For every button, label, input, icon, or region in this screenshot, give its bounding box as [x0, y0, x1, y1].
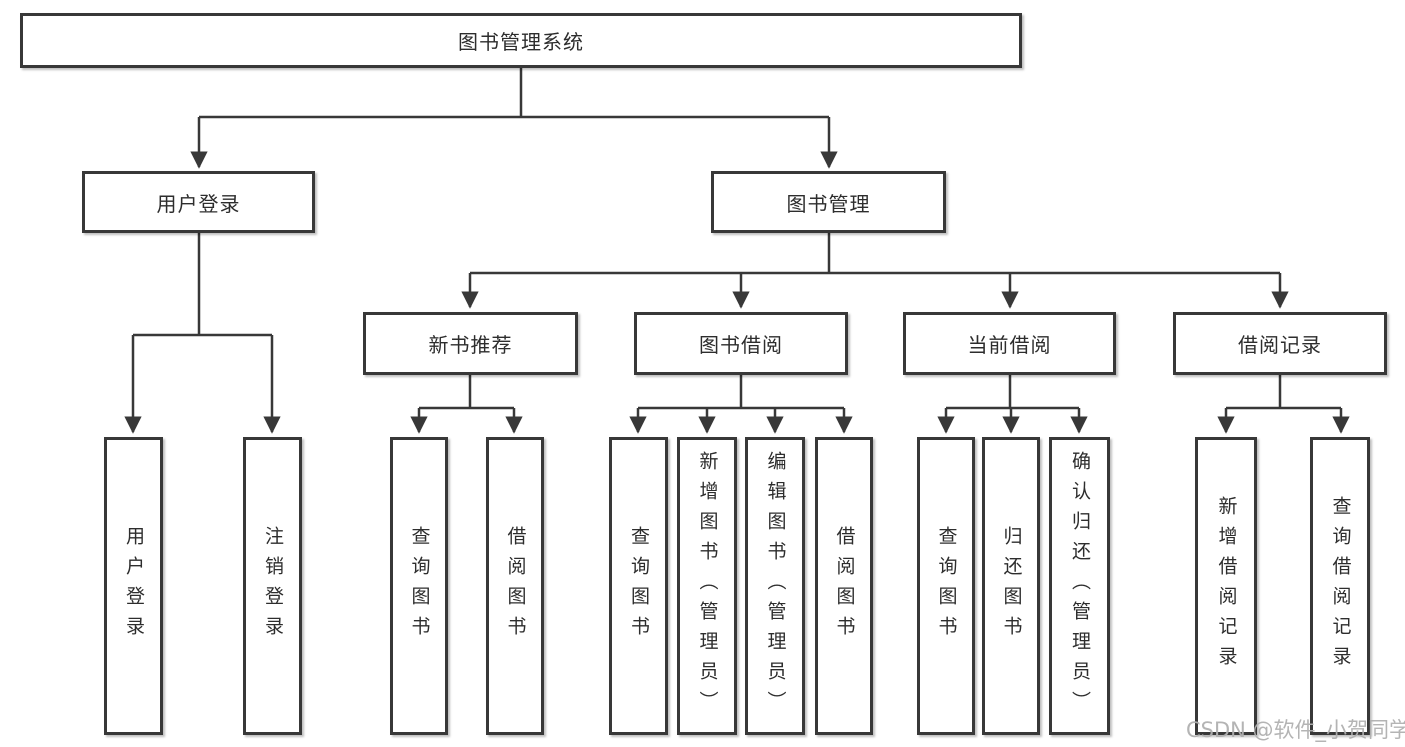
book-borrow-box: 图书借阅	[634, 312, 848, 375]
leaf-current-confirm-return-admin: 确认归还（管理员）	[1049, 437, 1110, 735]
leaf-logout-label: 注销登录	[262, 526, 284, 646]
new-book-recommend-label: 新书推荐	[428, 333, 513, 357]
new-book-recommend-box: 新书推荐	[363, 312, 578, 375]
leaf-borrow-borrow-books-label: 借阅图书	[833, 526, 856, 646]
root-box: 图书管理系统	[20, 13, 1022, 68]
leaf-current-query-books-label: 查询图书	[935, 526, 958, 646]
leaf-borrow-query-books-label: 查询图书	[628, 526, 650, 646]
current-borrow-box: 当前借阅	[903, 312, 1116, 375]
leaf-recommend-borrow-books-label: 借阅图书	[504, 526, 527, 646]
root-label: 图书管理系统	[458, 30, 584, 54]
book-borrow-label: 图书借阅	[699, 333, 783, 357]
leaf-current-return-books-label: 归还图书	[1000, 526, 1023, 646]
leaf-recommend-borrow-books: 借阅图书	[486, 437, 544, 735]
leaf-borrow-edit-books-admin: 编辑图书（管理员）	[745, 437, 805, 735]
leaf-borrow-add-books-admin-label: 新增图书（管理员）	[696, 451, 719, 721]
leaf-recommend-query-books: 查询图书	[390, 437, 448, 735]
borrow-records-label: 借阅记录	[1238, 333, 1322, 357]
watermark: CSDN @软件_小贺同学	[1186, 718, 1405, 742]
leaf-user-login: 用户登录	[104, 437, 163, 735]
borrow-records-box: 借阅记录	[1173, 312, 1387, 375]
leaf-records-query-record: 查询借阅记录	[1310, 437, 1370, 735]
user-login-label: 用户登录	[156, 191, 241, 216]
user-login-box: 用户登录	[82, 171, 315, 233]
leaf-borrow-query-books: 查询图书	[609, 437, 668, 735]
leaf-logout: 注销登录	[243, 437, 302, 735]
current-borrow-label: 当前借阅	[967, 333, 1052, 357]
leaf-records-add-record-label: 新增借阅记录	[1215, 496, 1238, 676]
leaf-borrow-add-books-admin: 新增图书（管理员）	[677, 437, 737, 735]
leaf-current-return-books: 归还图书	[982, 437, 1040, 735]
leaf-records-add-record: 新增借阅记录	[1195, 437, 1257, 735]
leaf-borrow-borrow-books: 借阅图书	[815, 437, 873, 735]
leaf-records-query-record-label: 查询借阅记录	[1329, 496, 1352, 676]
leaf-user-login-label: 用户登录	[123, 526, 145, 646]
book-management-box: 图书管理	[711, 171, 946, 233]
leaf-current-confirm-return-admin-label: 确认归还（管理员）	[1069, 451, 1091, 721]
leaf-borrow-edit-books-admin-label: 编辑图书（管理员）	[764, 451, 787, 721]
book-management-label: 图书管理	[786, 191, 871, 216]
leaf-recommend-query-books-label: 查询图书	[408, 526, 431, 646]
leaf-current-query-books: 查询图书	[917, 437, 975, 735]
